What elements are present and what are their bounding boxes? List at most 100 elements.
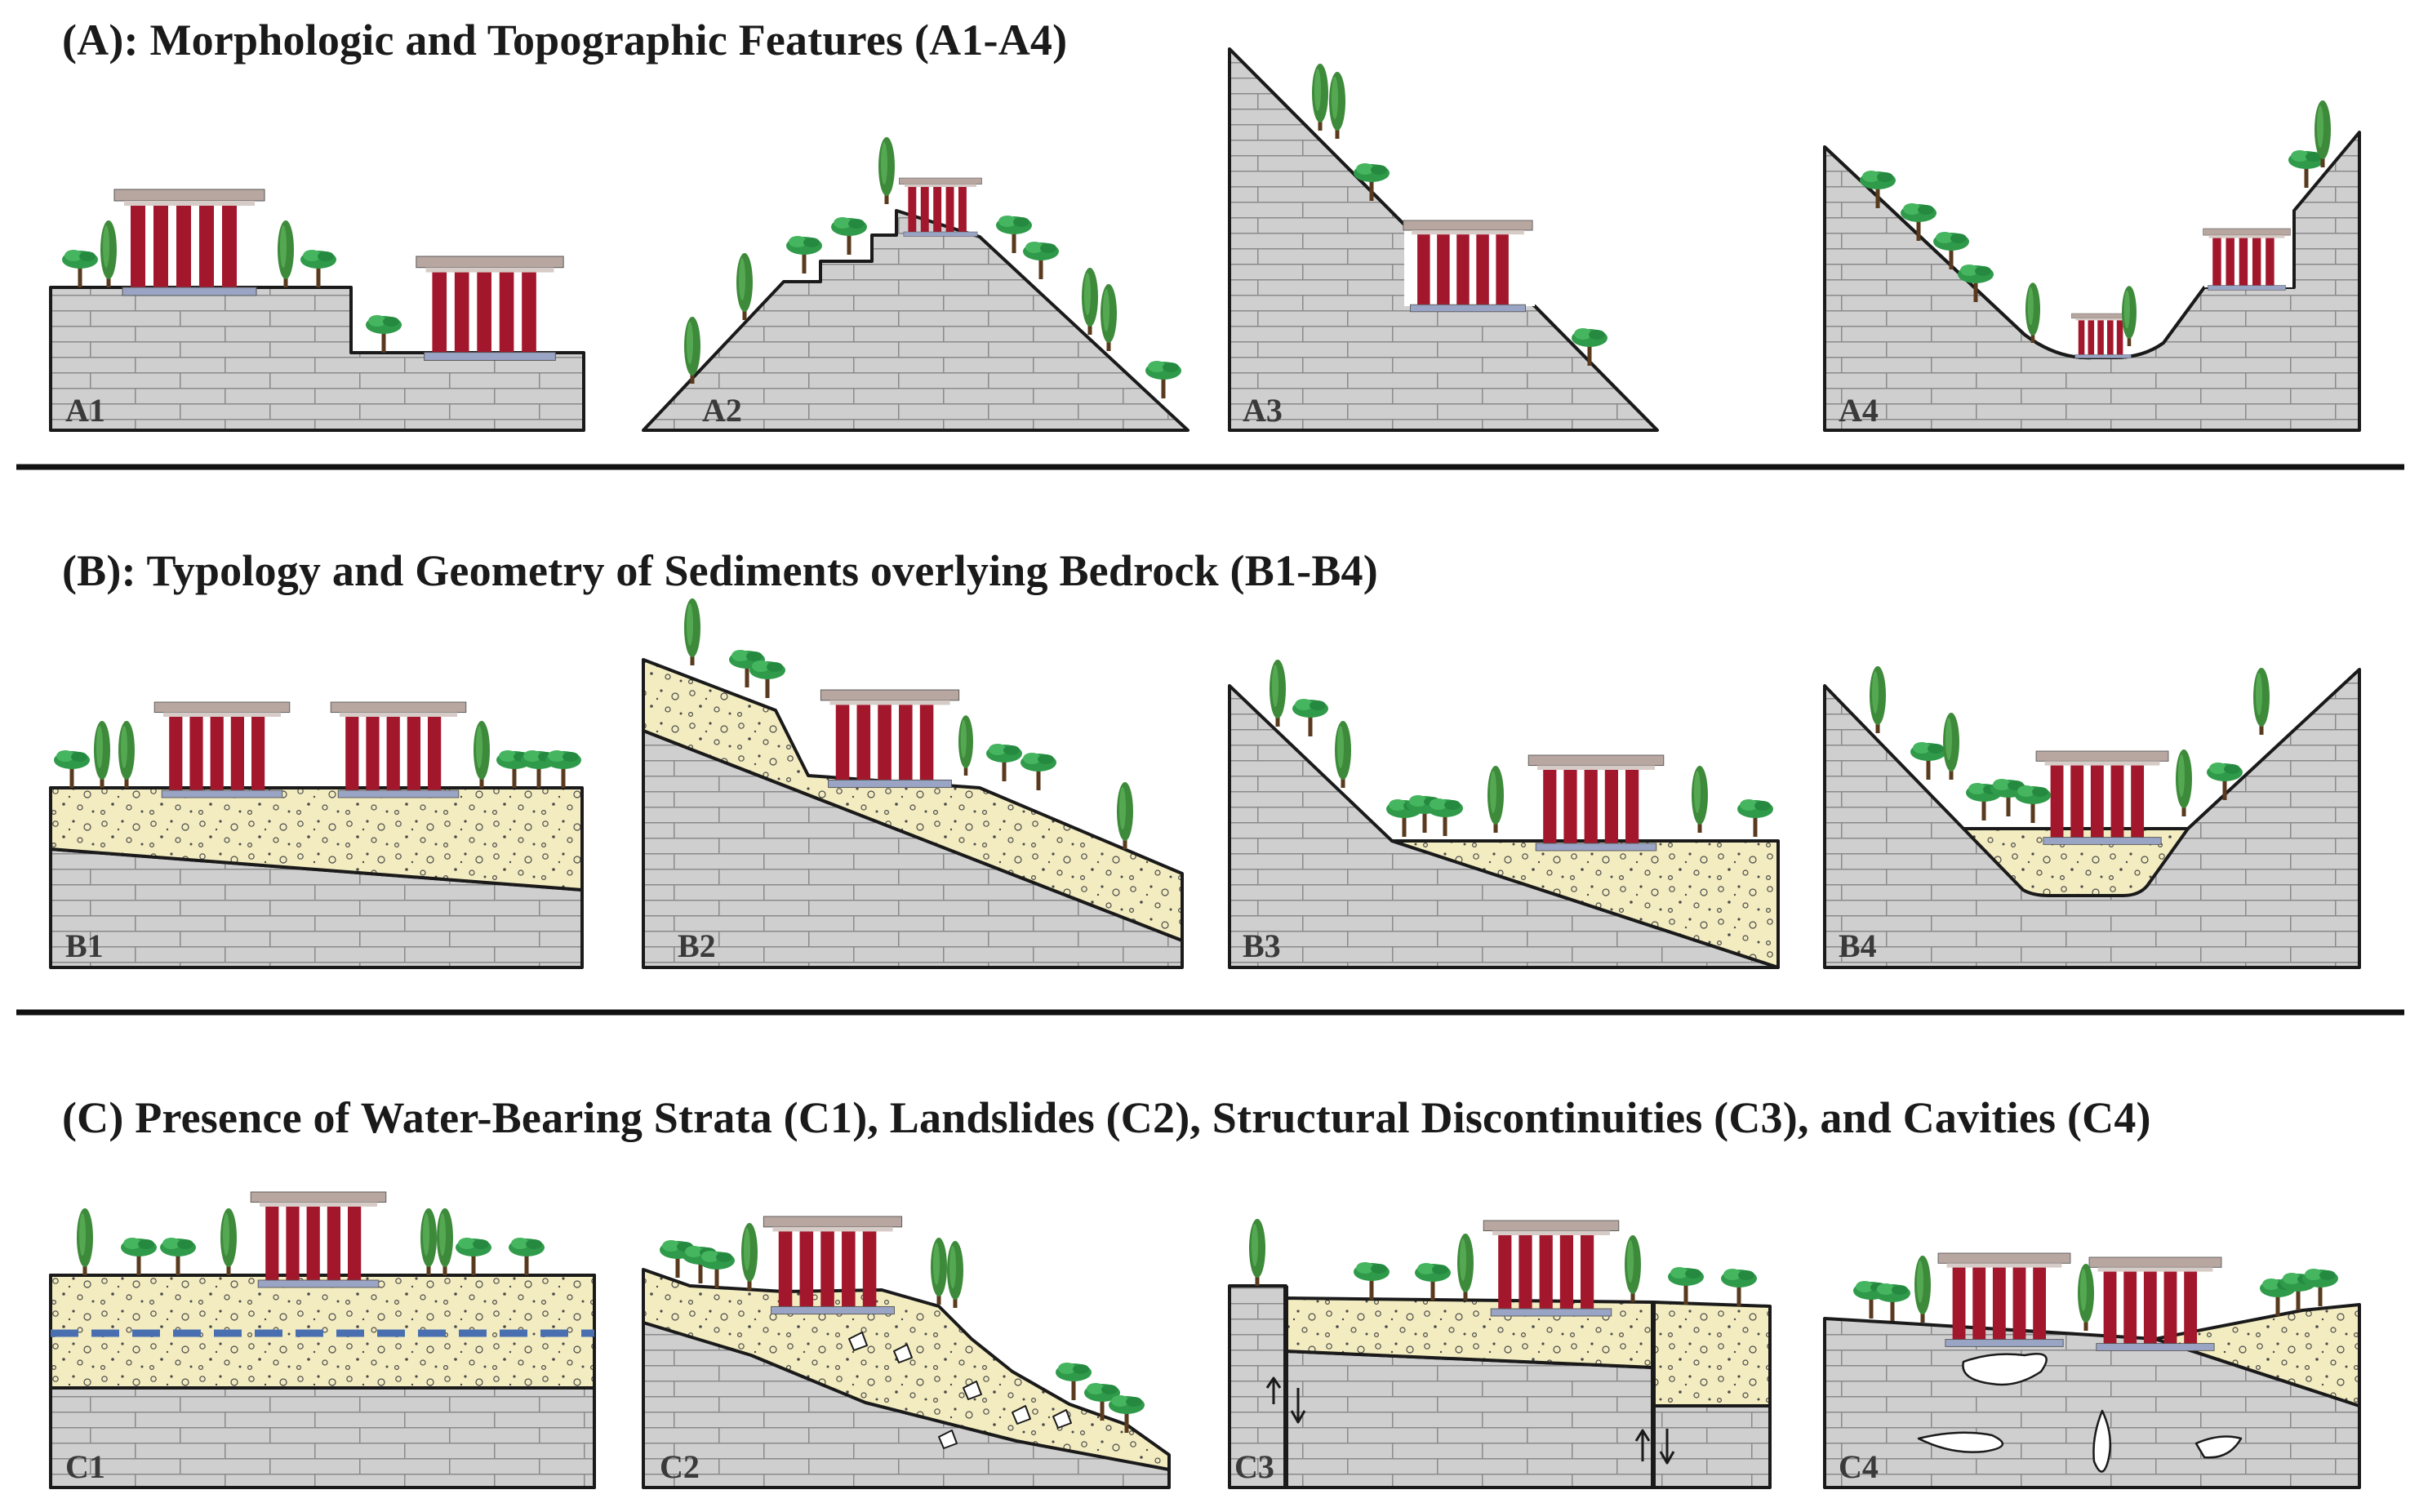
- panel-label-a2: A2: [702, 392, 742, 429]
- fault-arrow-icon: [1659, 1429, 1675, 1465]
- panel-label-a3: A3: [1243, 392, 1283, 429]
- slope-outline: [1228, 47, 1659, 432]
- temple-icon: [820, 689, 960, 789]
- cypress-icon: [1625, 1235, 1641, 1302]
- umbrella-pine-icon: [1145, 361, 1181, 398]
- rock-block-icon: [1012, 1405, 1031, 1425]
- cypress-icon: [1117, 782, 1133, 849]
- rock-block-icon: [963, 1381, 982, 1400]
- panel-label-b4: B4: [1839, 927, 1877, 964]
- panel-c3: C3: [1228, 1219, 1772, 1489]
- section-c-title: (C) Presence of Water-Bearing Strata (C1…: [62, 1093, 2151, 1142]
- fault-arrow-icon: [1265, 1376, 1282, 1404]
- umbrella-pine-icon: [1721, 1269, 1757, 1306]
- fault-arrow-icon: [1634, 1429, 1651, 1461]
- cypress-icon: [958, 715, 973, 776]
- umbrella-pine-icon: [1737, 799, 1773, 837]
- cypress-icon: [1082, 268, 1098, 335]
- cavity-icon: [2194, 1435, 2243, 1459]
- panel-a2: A2: [642, 137, 1189, 432]
- umbrella-pine-icon: [160, 1238, 196, 1275]
- umbrella-pine-icon: [300, 250, 336, 287]
- cypress-icon: [1329, 72, 1345, 139]
- umbrella-pine-icon: [62, 250, 98, 287]
- section-a-title: (A): Morphologic and Topographic Feature…: [62, 16, 1068, 64]
- cavity-icon: [2092, 1409, 2112, 1473]
- umbrella-pine-icon: [786, 236, 822, 273]
- bedrock-lower: [49, 1386, 596, 1489]
- panel-label-b3: B3: [1243, 927, 1281, 964]
- umbrella-pine-icon: [121, 1238, 157, 1275]
- umbrella-pine-icon: [1292, 699, 1328, 736]
- temple-icon: [113, 189, 265, 296]
- panel-c1: C1: [49, 1191, 596, 1489]
- cypress-icon: [1487, 766, 1504, 833]
- cypress-icon: [684, 598, 700, 665]
- umbrella-pine-icon: [749, 660, 785, 698]
- bedrock-middle: [1284, 1350, 1655, 1489]
- cypress-icon: [947, 1241, 963, 1308]
- cavity-icon: [1962, 1353, 2048, 1386]
- cypress-icon: [741, 1223, 758, 1290]
- umbrella-pine-icon: [1910, 742, 1946, 780]
- bedrock-hill: [642, 209, 1189, 432]
- umbrella-pine-icon: [699, 1251, 735, 1288]
- cypress-icon: [1692, 766, 1708, 833]
- panel-a3: A3: [1228, 47, 1659, 432]
- rock-block-icon: [893, 1344, 913, 1363]
- cypress-icon: [878, 137, 895, 204]
- cypress-icon: [1270, 660, 1286, 727]
- fault-block-right: [1652, 1404, 1772, 1489]
- cypress-icon: [77, 1208, 93, 1275]
- cypress-icon: [2176, 749, 2192, 816]
- sediment-wedge: [2154, 1303, 2361, 1407]
- cypress-icon: [1101, 284, 1117, 351]
- temple-icon: [250, 1191, 387, 1288]
- panel-c2: C2: [642, 1216, 1171, 1489]
- umbrella-pine-icon: [1354, 1262, 1390, 1300]
- temple-icon: [416, 256, 564, 361]
- cypress-icon: [2122, 286, 2137, 346]
- umbrella-pine-icon: [366, 315, 402, 353]
- umbrella-pine-icon: [456, 1238, 491, 1275]
- umbrella-pine-icon: [1415, 1263, 1451, 1301]
- umbrella-pine-icon: [2015, 785, 2051, 823]
- panel-a1: A1: [49, 189, 585, 432]
- umbrella-pine-icon: [54, 750, 90, 788]
- sediment-fill: [1962, 827, 2190, 897]
- cypress-icon: [1457, 1234, 1474, 1301]
- rock-block-icon: [1052, 1409, 1072, 1429]
- cypress-icon: [1870, 666, 1886, 733]
- panel-label-c4: C4: [1839, 1448, 1879, 1485]
- fault-arrow-icon: [1290, 1388, 1306, 1424]
- umbrella-pine-icon: [986, 744, 1022, 781]
- cypress-icon: [2253, 668, 2270, 735]
- panel-a4: A4: [1823, 100, 2361, 432]
- sediment-right: [1652, 1301, 1772, 1407]
- umbrella-pine-icon: [831, 217, 867, 255]
- section-b-title: (B): Typology and Geometry of Sediments …: [62, 546, 1378, 595]
- panel-label-b2: B2: [678, 927, 716, 964]
- umbrella-pine-icon: [509, 1238, 545, 1275]
- umbrella-pine-icon: [545, 750, 581, 788]
- cypress-icon: [1943, 713, 1959, 780]
- temple-icon: [1527, 754, 1665, 852]
- cypress-icon: [278, 220, 294, 287]
- panel-label-a1: A1: [65, 392, 105, 429]
- cypress-icon: [100, 220, 117, 287]
- cypress-icon: [736, 253, 753, 320]
- panel-label-b1: B1: [65, 927, 104, 964]
- rock-block-icon: [848, 1332, 868, 1351]
- cypress-icon: [118, 721, 135, 788]
- sediment-layer: [49, 786, 584, 892]
- cypress-icon: [474, 721, 490, 788]
- umbrella-pine-icon: [1427, 798, 1463, 836]
- panel-b4: B4: [1823, 666, 2361, 969]
- temple-icon: [899, 177, 982, 237]
- cypress-icon: [931, 1238, 947, 1305]
- cavity-icon: [1917, 1431, 2003, 1453]
- panel-label-a4: A4: [1839, 392, 1879, 429]
- sediment-wedge: [642, 658, 1184, 942]
- panel-b3: B3: [1228, 660, 1780, 969]
